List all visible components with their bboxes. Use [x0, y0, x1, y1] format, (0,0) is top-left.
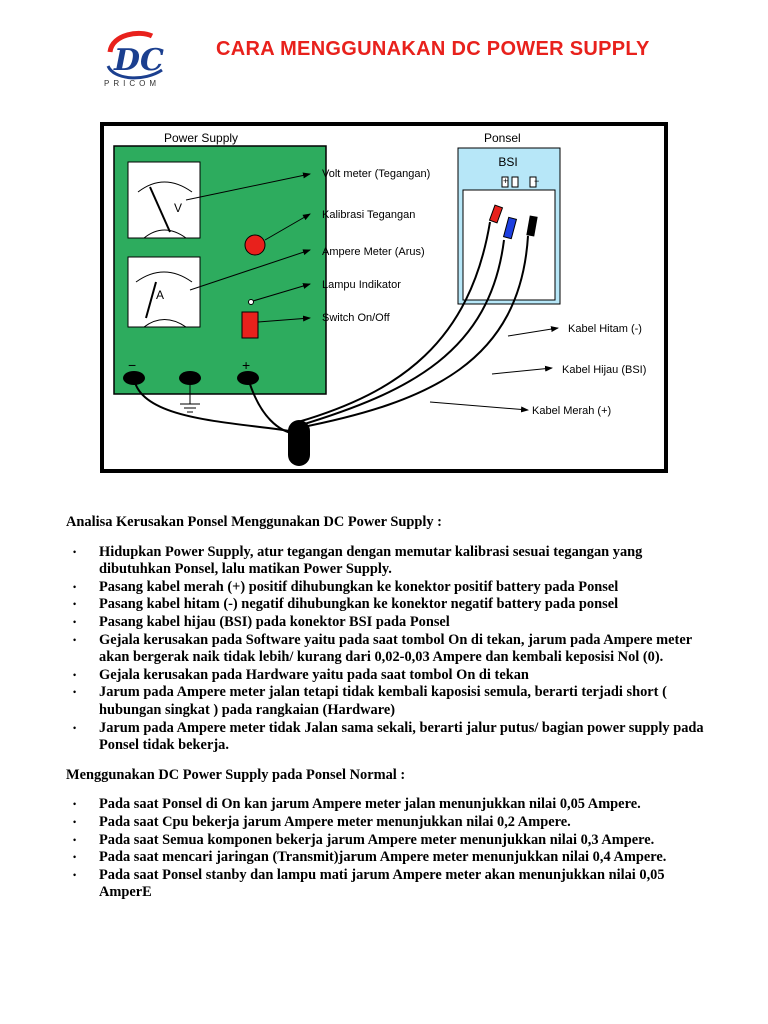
volt-meter-callout: Volt meter (Tegangan): [322, 168, 430, 180]
section2-heading: Menggunakan DC Power Supply pada Ponsel …: [66, 766, 406, 783]
blue-connector-icon: [502, 216, 518, 240]
black-cable: [297, 235, 529, 429]
section2-list: Pada saat Ponsel di On kan jarum Ampere …: [66, 796, 716, 902]
list-item: Jarum pada Ampere meter jalan tetapi tid…: [73, 684, 716, 719]
list-item: Pasang kabel merah (+) positif dihubungk…: [73, 579, 716, 597]
pricom-logo: DC: [106, 30, 164, 80]
list-item: Pasang kabel hijau (BSI) pada konektor B…: [73, 614, 716, 632]
page-title: CARA MENGGUNAKAN DC POWER SUPPLY: [216, 38, 650, 60]
volt-meter-icon: [127, 161, 201, 239]
bsi-pin: [501, 176, 509, 188]
section1-heading: Analisa Kerusakan Ponsel Menggunakan DC …: [66, 514, 442, 530]
phone-battery-area: [462, 189, 556, 301]
green-cable-callout: Kabel Hijau (BSI): [562, 364, 646, 376]
bsi-label: BSI: [498, 155, 517, 169]
power-supply-diagram: Power Supply Ponsel V A − + BSI + −: [100, 122, 668, 473]
terminal-plus-symbol: +: [242, 357, 250, 373]
phone-plus-symbol: +: [503, 176, 508, 186]
calibration-callout: Kalibrasi Tegangan: [322, 209, 415, 221]
list-item: Gejala kerusakan pada Software yaitu pad…: [73, 632, 716, 667]
indicator-lamp-icon: [248, 299, 254, 305]
cable-bundle-icon: [288, 420, 310, 466]
volt-symbol: V: [174, 201, 182, 215]
list-item: Pada saat Ponsel stanby dan lampu mati j…: [73, 867, 716, 902]
phone-minus-symbol: −: [534, 176, 539, 186]
section1-list: Hidupkan Power Supply, atur tegangan den…: [66, 544, 716, 755]
switch-callout: Switch On/Off: [322, 312, 391, 324]
red-cable: [297, 221, 491, 423]
ampere-meter-callout: Ampere Meter (Arus): [322, 246, 425, 258]
list-item: Pasang kabel hitam (-) negatif dihubungk…: [73, 596, 716, 614]
list-item: Pada saat Cpu bekerja jarum Ampere meter…: [73, 814, 716, 832]
cable-negative: [133, 377, 297, 433]
amp-symbol: A: [156, 288, 164, 302]
green-cable: [297, 239, 505, 427]
ampere-meter-icon: [127, 256, 201, 328]
list-item: Pada saat Semua komponen bekerja jarum A…: [73, 832, 716, 850]
list-item: Hidupkan Power Supply, atur tegangan den…: [73, 544, 716, 579]
switch-icon: [241, 311, 259, 339]
phone-label: Ponsel: [484, 131, 521, 145]
terminal-ground-icon: [179, 371, 201, 385]
red-connector-icon: [488, 204, 504, 224]
black-cable-callout: Kabel Hitam (-): [568, 323, 642, 335]
indicator-lamp-callout: Lampu Indikator: [322, 279, 401, 291]
terminal-minus-symbol: −: [128, 357, 136, 373]
logo-text: PRICOM: [104, 79, 160, 88]
negative-pin: [529, 176, 537, 188]
red-cable-callout: Kabel Merah (+): [532, 405, 611, 417]
list-item: Gejala kerusakan pada Hardware yaitu pad…: [73, 667, 716, 685]
positive-pin: [511, 176, 519, 188]
black-connector-icon: [526, 215, 538, 237]
logo-letters: DC: [113, 43, 164, 78]
calibration-knob-icon: [244, 234, 266, 256]
list-item: Pada saat mencari jaringan (Transmit)jar…: [73, 849, 716, 867]
list-item: Pada saat Ponsel di On kan jarum Ampere …: [73, 796, 716, 814]
page-header: DC PRICOM CARA MENGGUNAKAN DC POWER SUPP…: [0, 0, 768, 110]
document-body: Analisa Kerusakan Ponsel Menggunakan DC …: [66, 514, 716, 914]
list-item: Jarum pada Ampere meter tidak Jalan sama…: [73, 720, 716, 755]
power-supply-label: Power Supply: [164, 131, 238, 145]
